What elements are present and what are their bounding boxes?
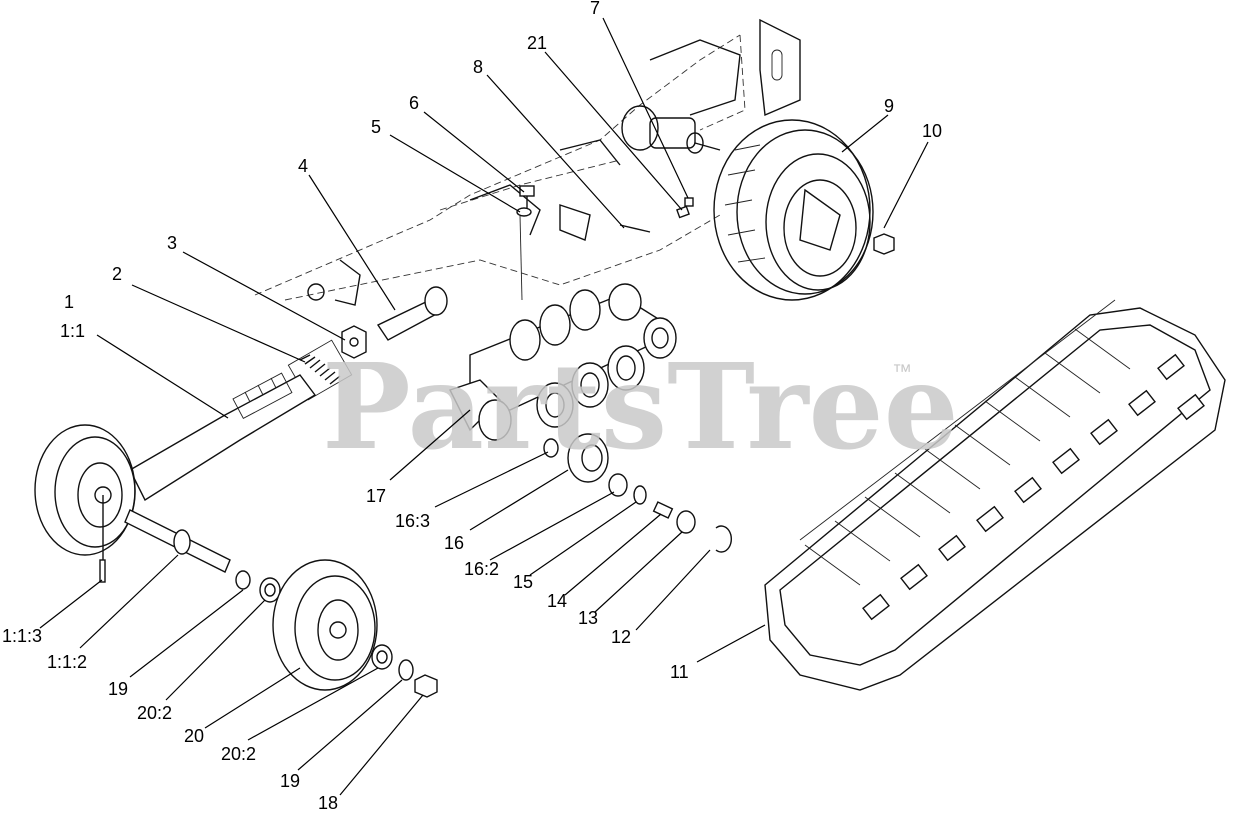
watermark-trademark: ™ (892, 361, 912, 383)
callout-7: 7 (590, 0, 600, 18)
roller-lower-row (478, 317, 677, 441)
callout-20: 20 (184, 726, 204, 746)
roller-16 (567, 433, 609, 483)
callout-1: 1 (64, 292, 74, 312)
callout-1-1-2: 1:1:2 (47, 652, 87, 672)
bearing-16-2 (608, 473, 628, 497)
callout-9: 9 (884, 96, 894, 116)
washer-19-right (398, 659, 414, 681)
pin-7 (684, 197, 694, 207)
rear-idler-wheel (272, 559, 378, 691)
cap-13 (676, 510, 696, 534)
callout-16: 16 (444, 533, 464, 553)
pivot-pin-4 (376, 286, 448, 341)
callout-2: 2 (112, 264, 122, 284)
callout-10: 10 (922, 121, 942, 141)
callout-20-2-right: 20:2 (221, 744, 256, 764)
callout-12: 12 (611, 627, 631, 647)
drive-sprocket (713, 119, 874, 301)
callout-1-1-3: 1:1:3 (2, 626, 42, 646)
leader-lines (39, 17, 929, 796)
callout-19-right: 19 (280, 771, 300, 791)
pin-21 (676, 205, 690, 219)
callout-5: 5 (371, 117, 381, 137)
callout-15: 15 (513, 572, 533, 592)
callout-17: 17 (366, 486, 386, 506)
bolt-14 (652, 501, 674, 519)
washer-15 (633, 485, 647, 505)
callout-1-1: 1:1 (60, 321, 85, 341)
callout-14: 14 (547, 591, 567, 611)
snap-ring-12 (715, 525, 732, 553)
frame-outline (254, 18, 801, 306)
idler-arm-1 (129, 372, 317, 502)
pin-8 (619, 224, 651, 233)
callout-18: 18 (318, 793, 338, 813)
callout-20-2-left: 20:2 (137, 703, 172, 723)
watermark-brand: PartsTree (322, 337, 959, 476)
adjuster-nut-3 (341, 325, 367, 359)
bearing-20-2-left (259, 577, 281, 603)
washer-5 (516, 207, 532, 217)
callout-6: 6 (409, 93, 419, 113)
drive-motor (621, 105, 721, 154)
callout-16-3: 16:3 (395, 511, 430, 531)
washer-19-left (235, 570, 251, 590)
callout-19-left: 19 (108, 679, 128, 699)
callout-4: 4 (298, 156, 308, 176)
callout-11: 11 (670, 662, 689, 682)
bearing-20-2-right (371, 644, 393, 670)
roller-upper-row (509, 283, 642, 361)
callout-16-2: 16:2 (464, 559, 499, 579)
callout-13: 13 (578, 608, 598, 628)
callout-21: 21 (527, 33, 547, 53)
callout-8: 8 (473, 57, 483, 77)
hex-nut-18 (414, 674, 438, 698)
rubber-track (764, 299, 1226, 691)
callout-3: 3 (167, 233, 177, 253)
front-idler-wheel (34, 424, 136, 583)
hex-nut-10 (873, 233, 895, 255)
idler-axle (124, 509, 231, 573)
